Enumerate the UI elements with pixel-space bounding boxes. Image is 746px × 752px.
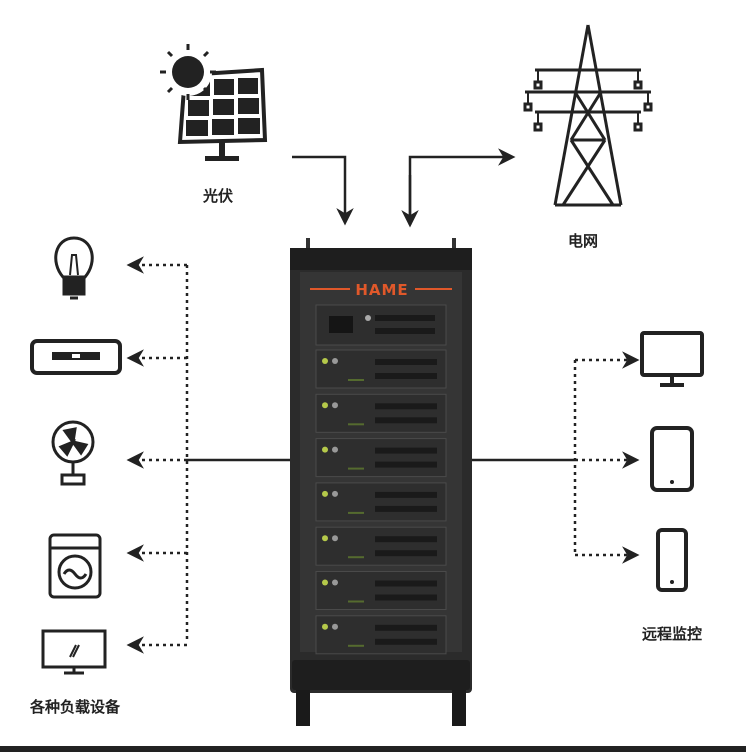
monitor-icon: [41, 629, 107, 675]
remote-connections: [472, 351, 640, 564]
bottom-border: [0, 746, 746, 752]
light-bulb-icon: [54, 236, 94, 300]
battery-rack: HAME: [290, 238, 472, 726]
fan-icon: [51, 420, 95, 486]
solar-panel-icon: [160, 44, 268, 161]
power-led: [322, 623, 328, 630]
rack-leg: [296, 690, 310, 726]
solar-label: 光伏: [202, 187, 233, 205]
battery-module: [315, 349, 447, 389]
loads-label: 各种负载设备: [29, 698, 121, 716]
power-led: [322, 402, 328, 409]
smartphone-icon: [656, 528, 688, 592]
controller-module: [315, 304, 447, 346]
load-connections: [126, 256, 290, 654]
desktop-monitor-icon: [640, 331, 704, 387]
air-conditioner-icon: [30, 339, 122, 375]
power-led: [322, 446, 328, 453]
washing-machine-icon: [48, 533, 102, 599]
battery-module: [315, 615, 447, 655]
solar-to-rack-arrow: [292, 155, 354, 226]
grid-label: 电网: [568, 232, 598, 250]
power-led: [322, 579, 328, 586]
remote-label: 远程监控: [642, 625, 702, 643]
power-tower-icon: [523, 24, 653, 207]
battery-module: [315, 482, 447, 522]
display-screen: [329, 316, 353, 333]
tablet-icon: [650, 426, 694, 492]
battery-module: [315, 438, 447, 478]
sun-icon: [160, 44, 216, 100]
brand-logo: HAME: [355, 281, 408, 299]
battery-module: [315, 571, 447, 610]
power-led: [322, 535, 328, 542]
rack-leg: [452, 690, 466, 726]
power-led: [322, 358, 328, 364]
battery-module: [315, 526, 447, 566]
power-led: [322, 490, 328, 497]
battery-module: [315, 393, 447, 433]
rack-to-grid-arrow: [408, 148, 516, 225]
